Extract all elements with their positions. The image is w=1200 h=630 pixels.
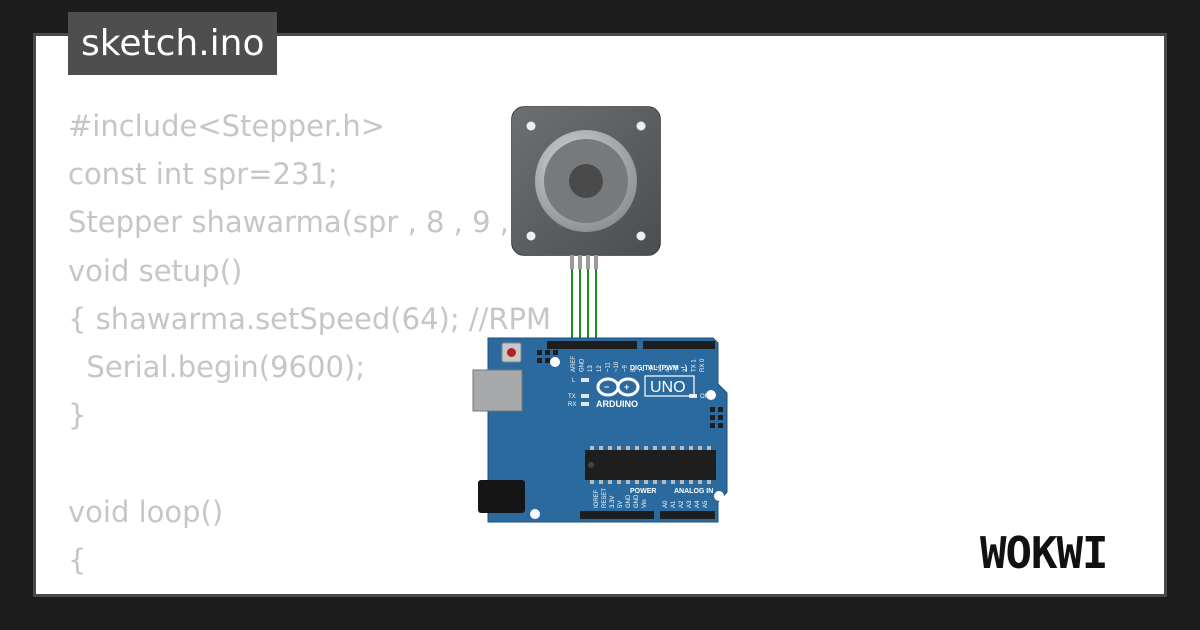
code-line[interactable]: { shawarma.setSpeed(64); //RPM <box>68 301 552 336</box>
pin-label: A3 <box>687 500 693 508</box>
wokwi-logo-icon: WOKWI <box>980 528 1108 578</box>
pin-label: 8 <box>631 368 637 372</box>
led-l-label: L <box>572 378 576 384</box>
pin-label: ~6 <box>648 364 654 372</box>
led-rx-label: RX <box>568 402 576 408</box>
led-tx-label: TX <box>568 394 576 400</box>
pin-label: AREF <box>571 356 577 372</box>
pin-label: ~3 <box>674 364 680 372</box>
code-line[interactable]: void loop() <box>68 494 224 529</box>
pin-label: IOREF <box>594 489 600 508</box>
pin-label: ~9 <box>623 364 629 372</box>
pin-label: A2 <box>679 500 685 508</box>
pin-label: ~11 <box>605 362 611 372</box>
arduino-logo-icon <box>596 377 640 397</box>
pin-label: 5V <box>618 501 624 508</box>
code-line[interactable]: void setup() <box>68 253 243 288</box>
pin-label: GND <box>580 358 586 372</box>
analog-label: ANALOG IN <box>674 488 713 495</box>
pin-label: 2 <box>683 368 689 372</box>
pin-label: 3.3V <box>610 496 616 508</box>
pin-label: 4 <box>666 368 672 372</box>
file-tab[interactable]: sketch.ino <box>68 12 278 75</box>
led-on-label: ON <box>700 394 709 400</box>
board-name: UNO <box>650 379 686 396</box>
code-line[interactable]: Serial.println("clockwise"); <box>68 584 641 594</box>
pin-label: 7 <box>640 368 646 372</box>
pin-label: RESET <box>602 488 608 508</box>
pin-label: 12 <box>597 365 603 372</box>
code-line[interactable]: const int spr=231; <box>68 157 338 192</box>
pin-label: ~5 <box>657 364 663 372</box>
pin-label: Vin <box>642 499 648 508</box>
pin-label: GND <box>634 494 640 508</box>
pin-label: A1 <box>671 500 677 508</box>
pin-label: ~10 <box>614 361 620 372</box>
wokwi-logo-text: WOKWI <box>980 528 1107 578</box>
code-line[interactable]: Serial.begin(9600); <box>68 349 366 384</box>
pin-label: TX 1 <box>691 359 697 372</box>
digital-header-label: DIGITAL (PWM ~) <box>630 365 687 372</box>
analog-header[interactable] <box>660 511 715 519</box>
stepper-motor-icon[interactable] <box>511 106 661 269</box>
motor-wires[interactable] <box>571 269 597 342</box>
code-editor[interactable]: #include<Stepper.h>const int spr=231;Ste… <box>68 102 641 594</box>
digital-header-left[interactable] <box>547 341 637 349</box>
pin-label: RX 0 <box>700 358 706 372</box>
power-jack <box>478 480 525 513</box>
code-line[interactable]: #include<Stepper.h> <box>68 109 386 143</box>
pin-label: GND <box>626 494 632 508</box>
power-header[interactable] <box>580 511 654 519</box>
pin-label: 13 <box>588 365 594 372</box>
code-line[interactable]: } <box>68 398 87 433</box>
pin-label: A5 <box>703 500 709 508</box>
atmega-chip <box>585 446 716 484</box>
svg-text:+: + <box>624 382 629 392</box>
code-line[interactable]: { <box>68 542 87 577</box>
board-brand: ARDUINO <box>596 399 638 409</box>
svg-text:−: − <box>604 382 609 392</box>
power-label: POWER <box>630 488 656 495</box>
digital-header-right[interactable] <box>643 341 715 349</box>
pin-label: A0 <box>663 500 669 508</box>
pin-label: A4 <box>695 500 701 508</box>
usb-port <box>472 369 523 412</box>
